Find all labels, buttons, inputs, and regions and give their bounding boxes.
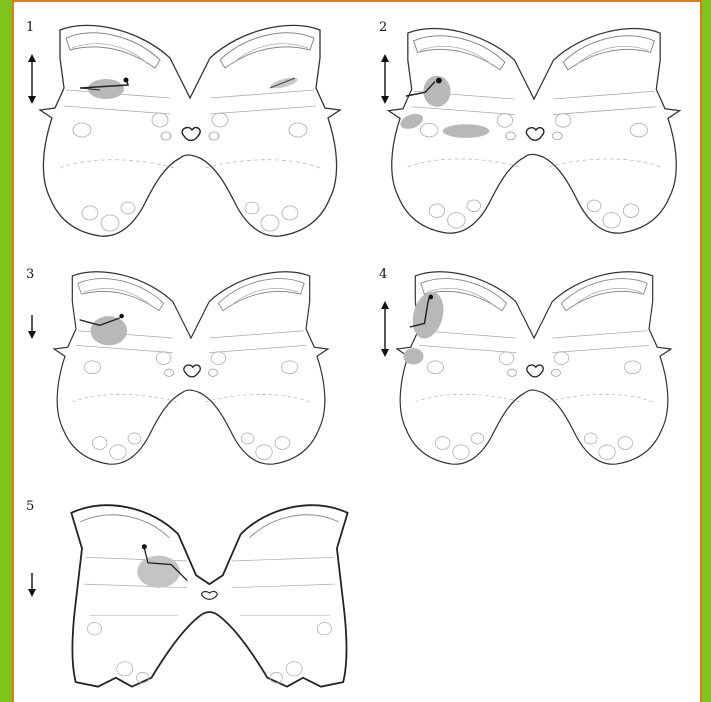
panel-3: 3	[20, 265, 360, 475]
spinal-cord-section	[369, 265, 699, 475]
electrode-tip	[119, 314, 124, 319]
arrow-down-icon	[26, 573, 38, 597]
spinal-cord-section	[369, 18, 699, 248]
lesion-area	[403, 348, 423, 364]
arrow-up-down-icon	[379, 301, 391, 357]
electrode-tip	[429, 295, 434, 300]
panel-4: 4	[375, 265, 711, 475]
electrode-tip	[142, 544, 147, 549]
arrow-up-down-icon	[379, 54, 391, 104]
panel-5: 5	[20, 495, 360, 700]
spinal-cord-section	[40, 495, 370, 700]
panel-2: 2	[375, 18, 711, 248]
arrow-up-down-icon	[26, 54, 38, 104]
spinal-cord-section	[26, 265, 356, 475]
panel-number: 5	[26, 499, 34, 514]
spinal-cord-section	[20, 18, 360, 248]
lesion-area	[91, 316, 128, 345]
electrode-tip	[124, 78, 129, 83]
panel-1: 1	[20, 18, 360, 248]
lesion-area	[443, 124, 490, 138]
arrow-down-icon	[26, 315, 38, 339]
lesion-area	[137, 556, 180, 588]
electrode-tip	[436, 78, 442, 84]
